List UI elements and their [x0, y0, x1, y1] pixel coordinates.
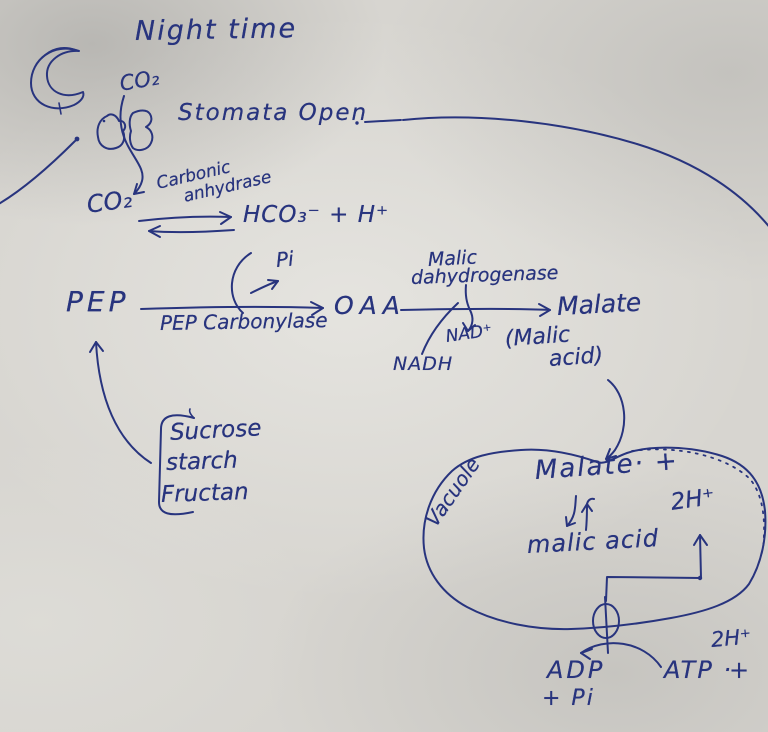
proton-transport-elbow-arrow — [605, 534, 708, 602]
nadh-label: NADH — [393, 353, 454, 375]
sources-to-pep-arrow — [89, 341, 152, 464]
interconversion-arrows-icon — [565, 495, 595, 531]
cell-membrane-left-line — [0, 136, 80, 205]
crescent-moon-icon — [30, 47, 85, 115]
sucrose-label: Sucrose — [169, 415, 263, 446]
malate-to-vacuole-arrow — [605, 379, 626, 460]
vacuole-malic-acid-label: malic acid — [526, 524, 660, 559]
atp-plus-sign: + — [729, 656, 750, 684]
oaa-label: OAA — [334, 291, 406, 320]
vacuole-protons-label: 2H⁺ — [669, 483, 717, 516]
atp-protons-label: 2H⁺ — [709, 624, 753, 652]
atp-label: ATP · — [664, 656, 734, 684]
pep-carboxylase-label: PEP Carbonylase — [159, 308, 328, 335]
pep-label: PEP — [66, 285, 130, 318]
malic-enzyme-word2: dahydrogenase — [410, 261, 559, 289]
adp-pi-label: + Pi — [542, 686, 595, 711]
starch-label: starch — [165, 447, 239, 476]
oaa-to-malate-arrow — [400, 303, 551, 317]
fructan-label: Fructan — [160, 478, 249, 508]
nadh-cofactor-curve — [421, 302, 459, 355]
pi-label: Pi — [274, 246, 295, 272]
vacuole-outline — [422, 446, 767, 631]
malic-acid-alias-word2: acid) — [548, 343, 604, 372]
malate-label: Malate — [556, 287, 642, 321]
adp-label: ADP — [547, 656, 606, 684]
dehydrogenase-enzyme-arrow — [462, 284, 476, 332]
atp-to-adp-arrow — [580, 642, 662, 668]
cell-membrane-right-line — [402, 116, 768, 227]
pep-to-oaa-arrow — [140, 301, 324, 316]
bicarbonate-label: HCO₃⁻ + H⁺ — [243, 202, 390, 228]
pep-sources-bracket — [158, 408, 195, 516]
co2-inside-label: CO₂ — [85, 184, 134, 219]
pi-release-arrow — [230, 252, 279, 314]
co2-entry-arrow — [119, 95, 145, 195]
stomata-open-label: Stomata Open — [178, 100, 369, 126]
stomata-leader-line — [355, 119, 402, 125]
stomata-drawing — [96, 109, 154, 152]
diagram-title: Night time — [134, 13, 298, 47]
reversible-reaction-arrows — [138, 211, 235, 238]
